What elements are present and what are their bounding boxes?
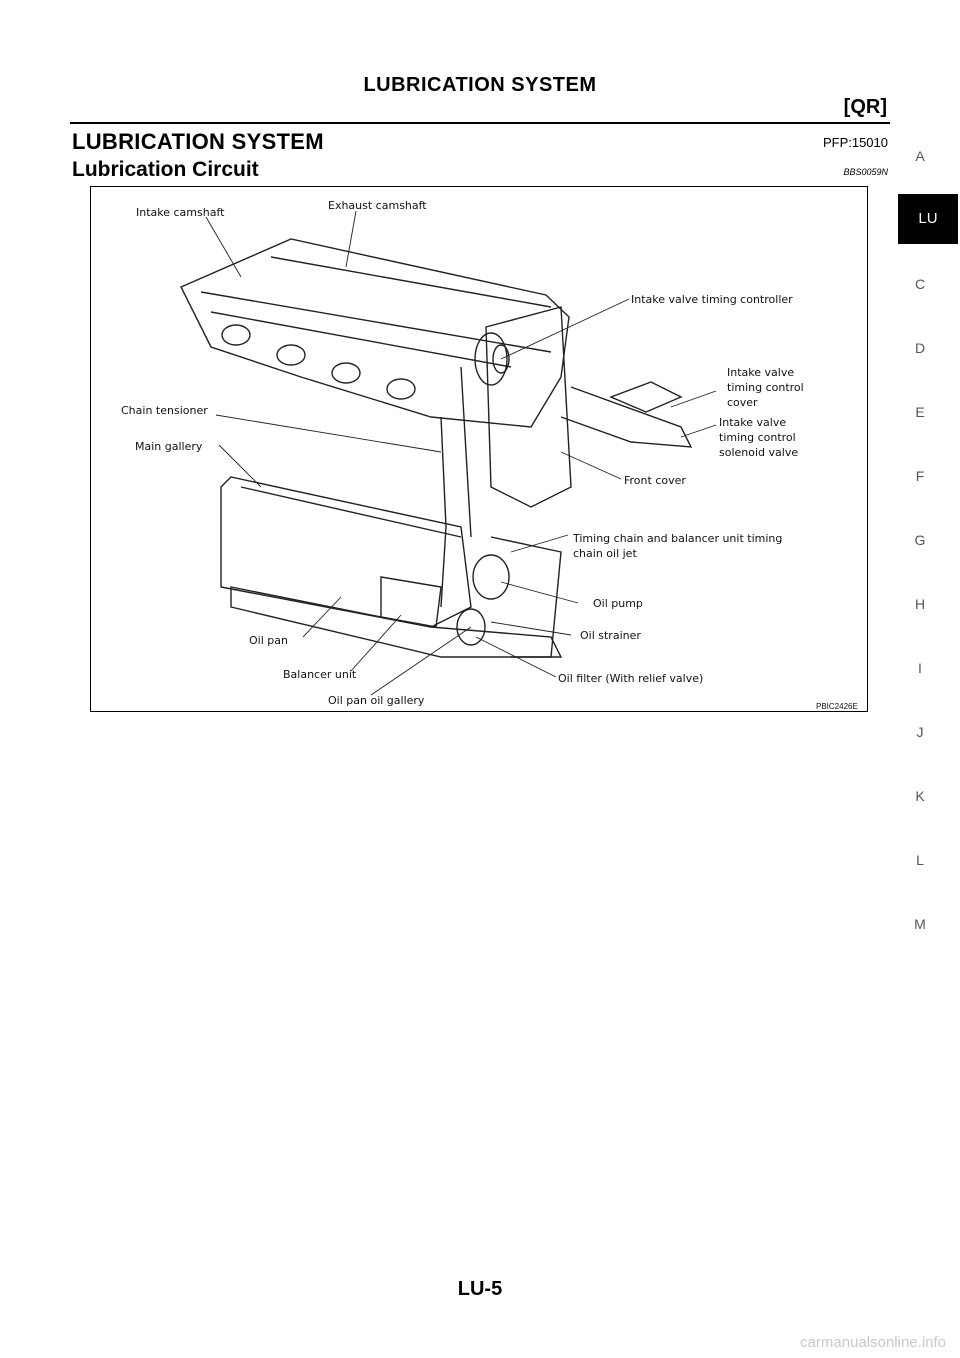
tab-j[interactable]: J bbox=[916, 724, 924, 740]
label-ivt-solenoid-line3: solenoid valve bbox=[719, 446, 798, 459]
oil-pump-body bbox=[472, 554, 510, 600]
label-ivt-solenoid-line2: timing control bbox=[719, 431, 796, 444]
label-timing-chain-line2: chain oil jet bbox=[573, 547, 637, 560]
tab-c[interactable]: C bbox=[914, 276, 926, 292]
label-intake-camshaft: Intake camshaft bbox=[136, 206, 225, 219]
oil-filter-body bbox=[456, 608, 486, 646]
camshaft-intake bbox=[200, 291, 552, 353]
page-number: LU-5 bbox=[457, 1278, 503, 1300]
label-ivt-solenoid-line1: Intake valve bbox=[719, 416, 786, 429]
tab-d[interactable]: D bbox=[914, 340, 926, 356]
label-ivt-controller: Intake valve timing controller bbox=[631, 293, 793, 306]
label-front-cover: Front cover bbox=[624, 474, 686, 487]
cylinder-block-outline bbox=[220, 476, 472, 628]
page-header-title: LUBRICATION SYSTEM bbox=[363, 74, 597, 96]
camshaft-exhaust bbox=[270, 256, 552, 308]
label-chain-tensioner: Chain tensioner bbox=[121, 404, 208, 417]
subsection-ref-code: BBS0059N bbox=[843, 167, 888, 177]
tab-l[interactable]: L bbox=[916, 852, 924, 868]
subsection-title: Lubrication Circuit bbox=[72, 158, 259, 181]
vtc-controller-disc bbox=[474, 332, 508, 386]
tab-f[interactable]: F bbox=[915, 468, 925, 484]
tab-k[interactable]: K bbox=[915, 788, 925, 804]
label-main-gallery: Main gallery bbox=[135, 440, 203, 453]
tab-i[interactable]: I bbox=[918, 660, 922, 676]
cylinder-head-outline bbox=[180, 238, 570, 428]
label-ivt-cover-line3: cover bbox=[727, 396, 758, 409]
label-oil-strainer: Oil strainer bbox=[580, 629, 641, 642]
label-oil-pan: Oil pan bbox=[249, 634, 288, 647]
engine-diagram: Intake camshaft Exhaust camshaft Intake … bbox=[121, 199, 858, 710]
lubrication-circuit-figure: Intake camshaft Exhaust camshaft Intake … bbox=[90, 186, 868, 712]
label-oil-pan-gallery: Oil pan oil gallery bbox=[328, 694, 425, 707]
tab-h[interactable]: H bbox=[914, 596, 926, 612]
label-oil-filter: Oil filter (With relief valve) bbox=[558, 672, 703, 685]
label-timing-chain-line1: Timing chain and balancer unit timing bbox=[572, 532, 782, 545]
label-ivt-cover-line2: timing control bbox=[727, 381, 804, 394]
label-oil-pump: Oil pump bbox=[593, 597, 643, 610]
watermark: carmanualsonline.info bbox=[800, 1334, 946, 1351]
pfp-code: PFP:15010 bbox=[822, 135, 888, 150]
engine-code: [QR] bbox=[843, 96, 887, 118]
tab-lu[interactable]: LU bbox=[898, 194, 958, 244]
tab-e[interactable]: E bbox=[915, 404, 925, 420]
label-balancer-unit: Balancer unit bbox=[283, 668, 357, 681]
section-title: LUBRICATION SYSTEM bbox=[72, 129, 324, 154]
front-cover-outline bbox=[485, 306, 572, 508]
header-divider bbox=[70, 122, 890, 124]
label-exhaust-camshaft: Exhaust camshaft bbox=[328, 199, 427, 212]
tab-g[interactable]: G bbox=[914, 532, 926, 548]
tab-m[interactable]: M bbox=[914, 916, 926, 932]
figure-ref-code: PBIC2426E bbox=[816, 702, 858, 710]
oil-pan-outline bbox=[230, 586, 563, 658]
tab-a[interactable]: A bbox=[915, 148, 925, 164]
label-ivt-cover-line1: Intake valve bbox=[727, 366, 794, 379]
